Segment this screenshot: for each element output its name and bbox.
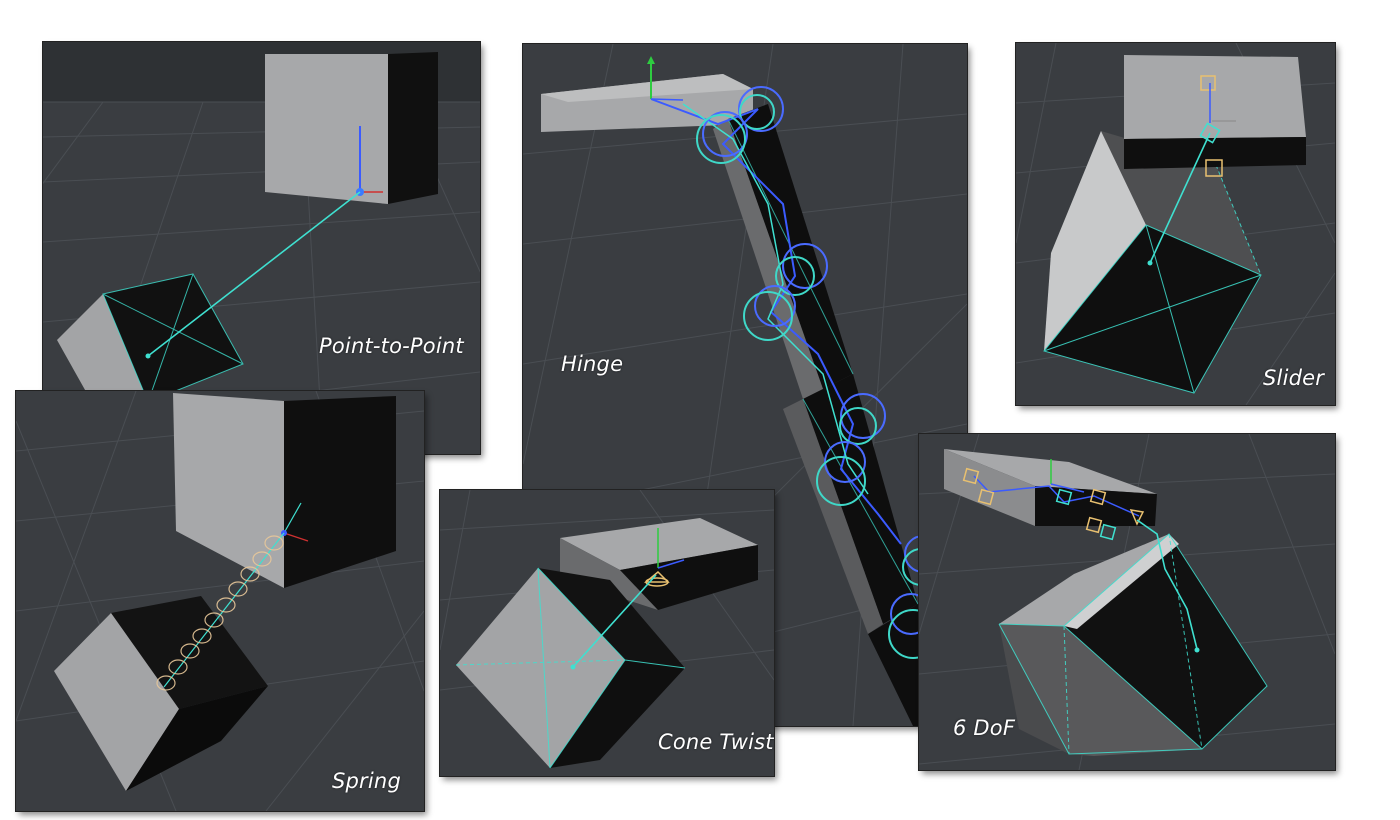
constraint-line [1136, 519, 1198, 650]
spring-scene [54, 393, 396, 791]
slider-marker-icon [962, 467, 1117, 541]
pivot-icon [1147, 260, 1153, 266]
slider-viewport[interactable]: Slider [1015, 42, 1336, 406]
hinge-caption: Hinge [561, 352, 624, 376]
cone-twist-viewport[interactable]: Cone Twist [439, 489, 775, 777]
pivot-icon [570, 664, 576, 670]
spring-caption: Spring [332, 769, 401, 793]
constraint-line [572, 574, 657, 668]
axis-gizmo-icon [657, 528, 685, 569]
axis-gizmo-icon [647, 56, 684, 101]
cone-twist-scene [455, 518, 758, 769]
axis-gizmo-icon [1050, 459, 1085, 493]
point-to-point-viewport[interactable]: Point-to-Point [42, 41, 481, 455]
constraint-line [1149, 132, 1211, 264]
point-to-point-scene [57, 52, 438, 422]
slider-scene [1043, 55, 1306, 394]
pivot-icon [145, 353, 151, 359]
slider-caption: Slider [1263, 366, 1325, 390]
constraint-line [147, 191, 361, 357]
point-to-point-caption: Point-to-Point [319, 334, 464, 358]
cone-limit-icon [1129, 509, 1145, 526]
cone-limit-icon [643, 570, 670, 587]
six-dof-viewport[interactable]: 6 DoF [918, 433, 1336, 771]
six-dof-caption: 6 DoF [953, 716, 1016, 740]
six-dof-scene [944, 449, 1268, 756]
constraint-line [650, 98, 902, 545]
spring-viewport[interactable]: Spring [15, 390, 425, 812]
pivot-icon [1194, 647, 1200, 653]
hinge-scene [541, 56, 967, 726]
cone-twist-caption: Cone Twist [658, 730, 774, 754]
spring-coil-icon [156, 535, 284, 691]
slider-marker-icon [1199, 75, 1223, 177]
